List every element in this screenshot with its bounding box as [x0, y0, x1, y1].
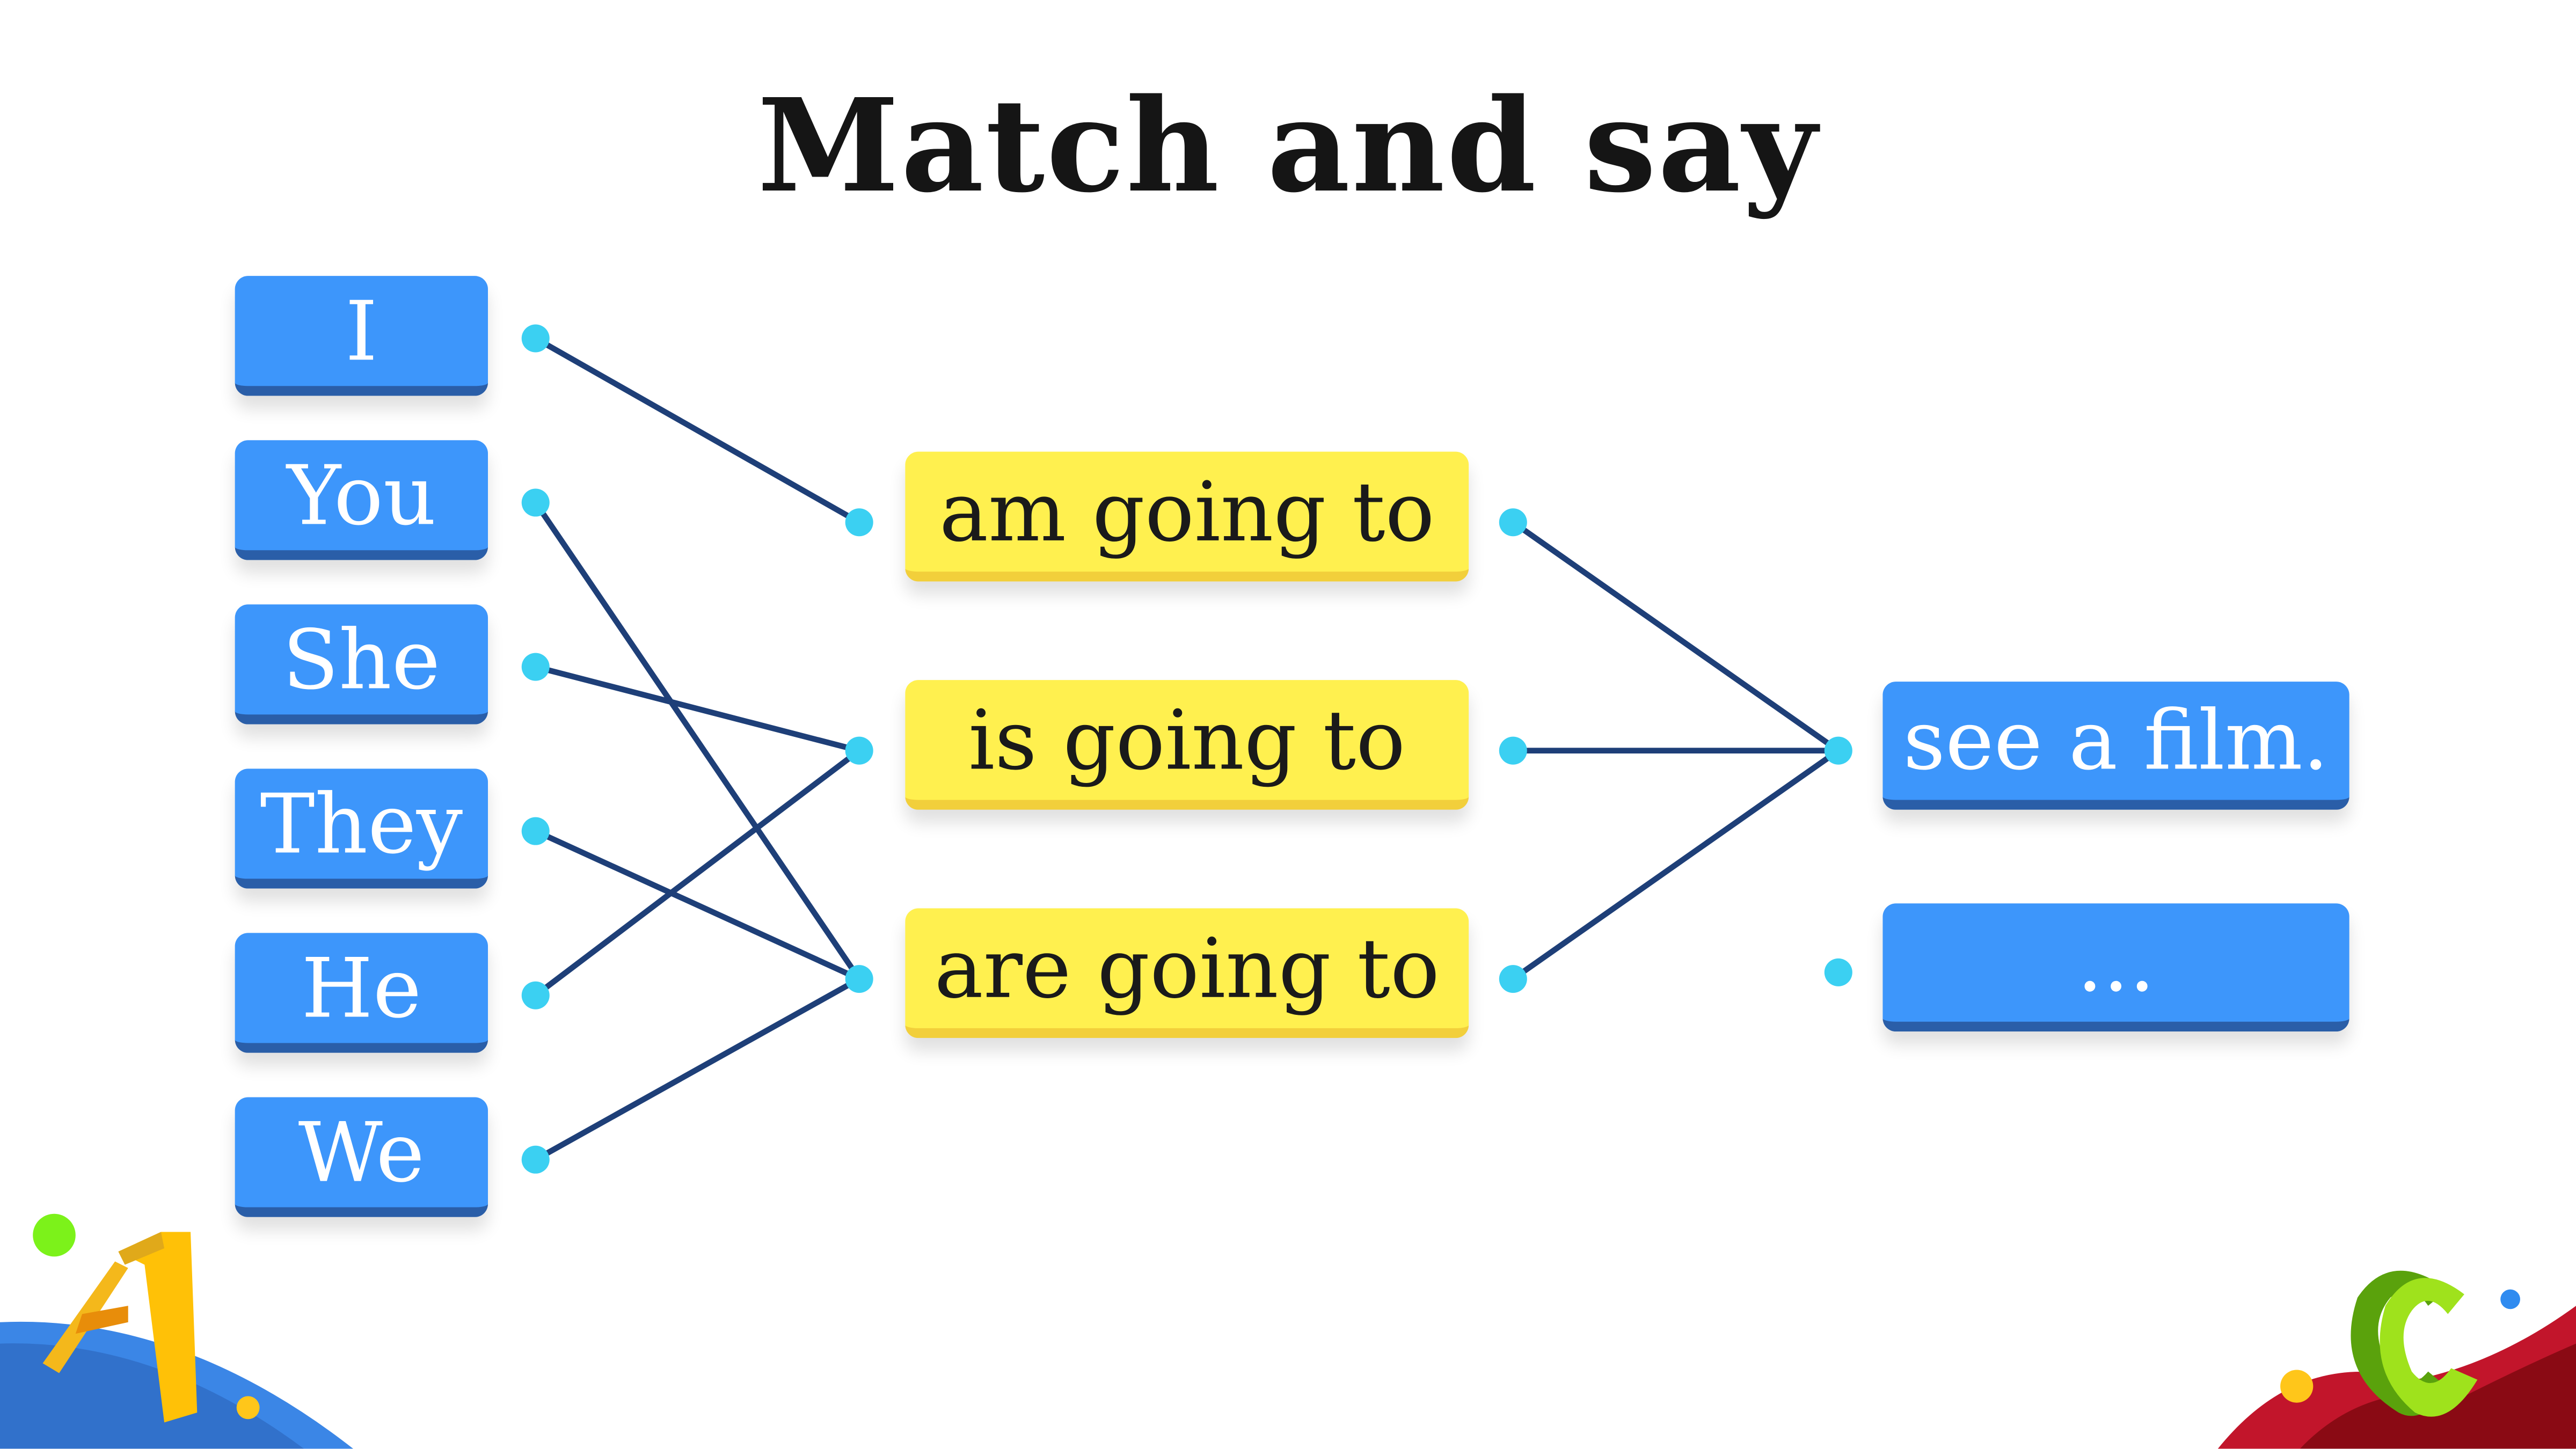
yellow-dot-decoration [236, 1396, 260, 1419]
subject-box-they[interactable]: They [235, 769, 488, 889]
dot-out-He[interactable] [521, 981, 550, 1009]
verb-box-are[interactable]: are going to [905, 908, 1469, 1038]
dot-out-am[interactable] [1499, 508, 1527, 537]
connection-line-are-film [1511, 748, 1840, 982]
subject-box-he[interactable]: He [235, 933, 488, 1053]
letter-a-icon [42, 1232, 198, 1423]
dot-out-is[interactable] [1499, 736, 1527, 765]
object-box-film[interactable]: see a film. [1882, 682, 2349, 810]
blue-dot-decoration [2500, 1289, 2520, 1309]
dot-in-is[interactable] [845, 736, 873, 765]
connection-line-am-film [1511, 519, 1840, 753]
dot-out-They[interactable] [521, 817, 550, 845]
subject-label: They [260, 776, 463, 872]
dot-out-She[interactable] [521, 653, 550, 681]
yellow-dot-decoration [2280, 1370, 2314, 1403]
subject-label: He [301, 940, 422, 1036]
connection-line-We-are [534, 976, 861, 1162]
verb-box-is[interactable]: is going to [905, 680, 1469, 810]
object-box-more[interactable]: ... [1882, 903, 2349, 1032]
dot-out-I[interactable] [521, 324, 550, 353]
connection-line-She-is [535, 664, 860, 753]
page-title: Match and say [757, 72, 1819, 222]
connection-line-You-are [533, 501, 862, 981]
dot-in-am[interactable] [845, 508, 873, 537]
object-label: see a film. [1903, 693, 2329, 789]
verb-label: is going to [968, 692, 1406, 788]
letter-c-icon [2351, 1270, 2478, 1417]
subject-box-she[interactable]: She [235, 604, 488, 724]
subject-box-we[interactable]: We [235, 1097, 488, 1217]
connection-line-They-are [534, 828, 860, 982]
connection-line-I-am [534, 335, 861, 525]
object-label: ... [2077, 914, 2156, 1011]
verb-label: are going to [934, 920, 1440, 1016]
verb-box-am[interactable]: am going to [905, 451, 1469, 582]
dot-out-You[interactable] [521, 488, 550, 517]
verb-label: am going to [939, 464, 1435, 560]
subject-box-i[interactable]: I [235, 276, 488, 396]
dot-out-are[interactable] [1499, 965, 1527, 993]
connection-line-He-is [534, 748, 861, 998]
green-dot-decoration [33, 1213, 76, 1257]
dot-in-more[interactable] [1824, 958, 1852, 986]
dot-in-are[interactable] [845, 965, 873, 993]
subject-label: I [345, 283, 378, 379]
dot-out-We[interactable] [521, 1145, 550, 1174]
subject-label: You [287, 448, 436, 543]
subject-box-you[interactable]: You [235, 440, 488, 560]
dot-in-film[interactable] [1824, 736, 1852, 765]
subject-label: She [282, 612, 441, 707]
subject-label: We [298, 1104, 425, 1200]
